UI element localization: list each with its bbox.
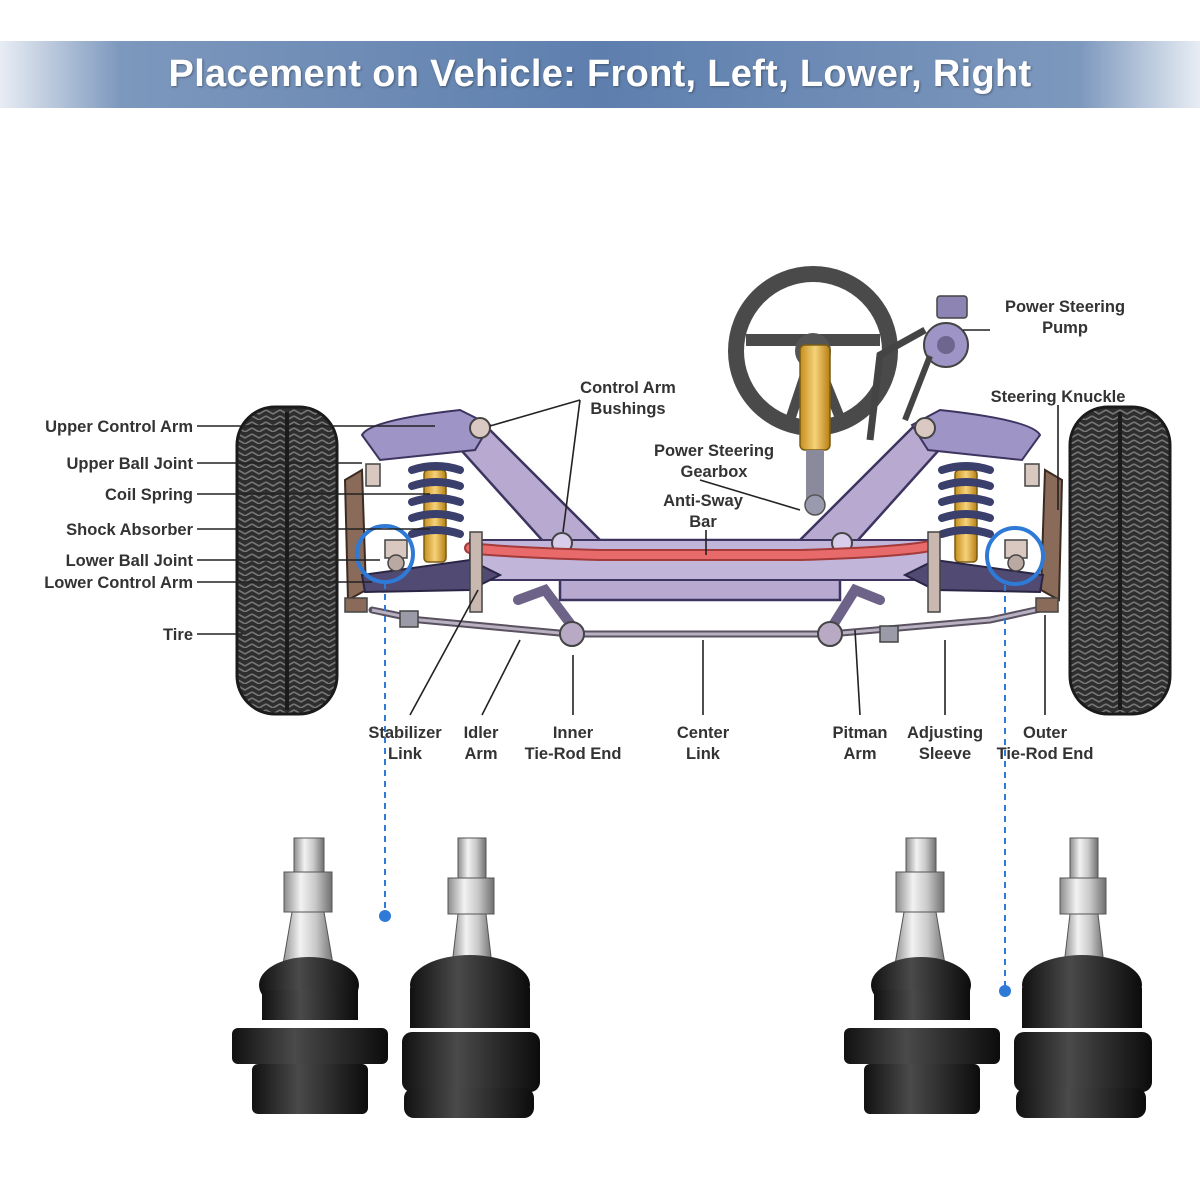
label-shock-absorber: Shock Absorber (66, 521, 193, 539)
label-lower-ball-joint: Lower Ball Joint (66, 552, 194, 570)
idler-arm (513, 584, 580, 635)
ball-joint-product-3 (844, 837, 1000, 1114)
label-anti-sway-bar-line1: Anti-Sway (663, 492, 744, 510)
ball-joint-product-1 (232, 837, 388, 1114)
ball-joint-product-4 (1014, 837, 1152, 1118)
right-callout-circle (985, 526, 1045, 586)
left-inner-tie-rod-end (559, 621, 585, 647)
label-lower-control-arm: Lower Control Arm (44, 574, 193, 592)
upper-control-arm-right (910, 408, 1042, 462)
right-steering-knuckle (1039, 468, 1064, 602)
left-coil-spring (408, 462, 464, 538)
left-stabilizer-link (469, 531, 483, 613)
upper-control-arm-left (360, 408, 492, 462)
right-tire (1068, 405, 1172, 716)
label-center-link-line2: Link (686, 745, 721, 763)
steering-column (799, 344, 831, 516)
label-inner-tie-rod-end-line2: Tie-Rod End (525, 745, 622, 763)
left-callout-circle (355, 524, 415, 584)
label-outer-tie-rod-end-line1: Outer (1023, 724, 1068, 742)
label-upper-control-arm: Upper Control Arm (45, 418, 193, 436)
label-outer-tie-rod-end-line2: Tie-Rod End (997, 745, 1094, 763)
left-adjusting-sleeve (399, 610, 419, 628)
left-upper-ball-joint (365, 463, 381, 487)
right-adjusting-sleeve (879, 625, 899, 643)
right-coil-spring (938, 462, 994, 538)
label-adjusting-sleeve-line1: Adjusting (907, 724, 983, 742)
label-anti-sway-bar-line2: Bar (689, 513, 717, 531)
left-outer-tie-rod-end (344, 597, 368, 613)
label-power-steering-pump-line1: Power Steering (1005, 298, 1125, 316)
left-callout-dot (379, 910, 391, 922)
right-outer-tie-rod-end (1035, 597, 1059, 613)
label-upper-ball-joint: Upper Ball Joint (66, 455, 193, 473)
left-lower-ball-joint (384, 539, 408, 572)
label-inner-tie-rod-end-line1: Inner (553, 724, 594, 742)
label-coil-spring: Coil Spring (105, 486, 193, 504)
label-idler-arm-line2: Arm (464, 745, 497, 763)
right-inner-tie-rod-end (817, 621, 843, 647)
label-stabilizer-link-line1: Stabilizer (368, 724, 442, 742)
label-adjusting-sleeve-line2: Sleeve (919, 745, 971, 763)
lower-control-arm-left (360, 558, 503, 594)
title-banner: Placement on Vehicle: Front, Left, Lower… (0, 41, 1200, 108)
right-lower-ball-joint (1004, 539, 1028, 572)
label-tire: Tire (163, 626, 193, 644)
right-callout-dot (999, 985, 1011, 997)
label-pitman-arm-line1: Pitman (832, 724, 887, 742)
page-title: Placement on Vehicle: Front, Left, Lower… (168, 53, 1032, 95)
leader-lines (197, 329, 1059, 716)
ball-joint-product-2 (402, 837, 540, 1118)
label-control-arm-bushings-line1: Control Arm (580, 379, 676, 397)
label-control-arm-bushings-line2: Bushings (590, 400, 665, 418)
label-idler-arm-line1: Idler (464, 724, 499, 742)
label-stabilizer-link-line2: Link (388, 745, 423, 763)
pitman-arm (825, 583, 885, 635)
label-power-steering-gearbox-line2: Gearbox (681, 463, 749, 481)
right-upper-ball-joint (1024, 463, 1040, 487)
label-steering-knuckle: Steering Knuckle (991, 388, 1126, 406)
label-power-steering-gearbox-line1: Power Steering (654, 442, 774, 460)
label-pitman-arm-line2: Arm (843, 745, 876, 763)
label-center-link-line1: Center (677, 724, 730, 742)
power-steering-pump (866, 295, 969, 441)
label-power-steering-pump-line2: Pump (1042, 319, 1088, 337)
right-stabilizer-link (927, 531, 941, 613)
